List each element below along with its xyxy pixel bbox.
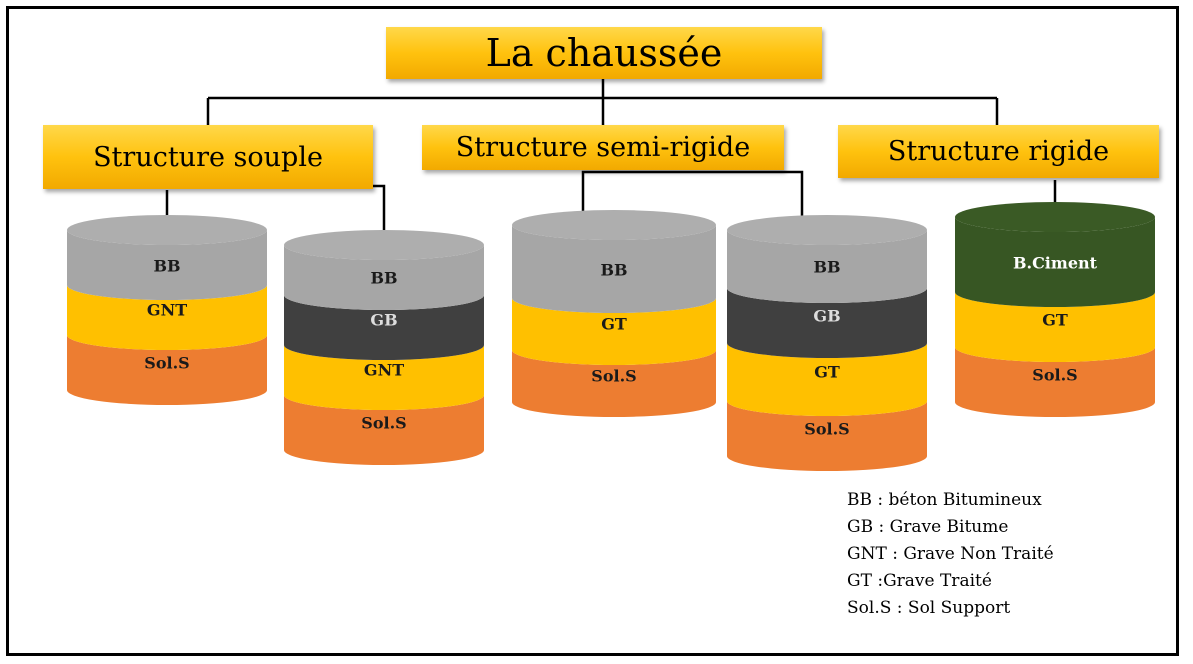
layer-label: BB xyxy=(153,256,181,275)
cylinder-top xyxy=(284,230,484,260)
cylinder-top xyxy=(955,202,1155,232)
layer-label: Sol.S xyxy=(804,419,850,438)
layer-sols xyxy=(284,395,484,465)
legend-abbr: GNT xyxy=(847,544,887,564)
layer-bb xyxy=(284,245,484,310)
layer-label: Sol.S xyxy=(361,413,407,432)
legend-text: Grave Traité xyxy=(883,571,992,591)
layer-label: GB xyxy=(813,306,841,325)
structure-box-rigide: Structure rigide xyxy=(838,125,1159,178)
legend-text: Grave Non Traité xyxy=(903,544,1054,564)
layer-label: GT xyxy=(814,362,840,382)
legend-abbr: BB xyxy=(847,490,872,510)
layer-bb xyxy=(67,230,267,300)
pavement-cylinder xyxy=(67,215,267,405)
layer-label: Sol.S xyxy=(591,366,637,386)
layer-gt xyxy=(955,292,1155,362)
arrow-semi-2 xyxy=(614,170,810,233)
legend-sep: : xyxy=(891,598,908,618)
legend-sep: : xyxy=(872,490,889,510)
layer-sols xyxy=(512,350,716,417)
arrow-semi-1 xyxy=(581,170,614,227)
legend-item: Sol.S : Sol Support xyxy=(847,595,1054,622)
layer-bb xyxy=(727,230,927,303)
structure-label-rigide: Structure rigide xyxy=(887,136,1110,167)
structure-box-semi-rigide: Structure semi-rigide xyxy=(422,125,784,170)
layer-bb xyxy=(512,225,716,313)
layer-label: GNT xyxy=(363,360,405,380)
title-box: La chaussée xyxy=(386,27,822,79)
layer-label: BB xyxy=(370,268,398,288)
layer-label: Sol.S xyxy=(144,353,190,372)
layer-bciment xyxy=(955,217,1155,307)
layer-sols xyxy=(955,347,1155,417)
pavement-cylinder xyxy=(727,215,927,471)
legend-sep: : xyxy=(886,544,904,564)
layer-label: Sol.S xyxy=(1032,365,1078,384)
cylinder-top xyxy=(512,210,716,240)
layer-label: BB xyxy=(813,257,841,277)
structure-label-semi-rigide: Structure semi-rigide xyxy=(455,132,751,163)
arrow-souple-2 xyxy=(373,184,392,248)
layer-gnt xyxy=(67,285,267,350)
layer-label: GT xyxy=(601,314,627,334)
layer-label: BB xyxy=(600,260,628,279)
layer-sols xyxy=(67,335,267,405)
legend-abbr: GT xyxy=(847,571,872,591)
legend-abbr: Sol.S xyxy=(847,598,892,618)
layer-label: B.Ciment xyxy=(1012,253,1098,272)
layer-label: GT xyxy=(1042,310,1068,329)
pavement-cylinder xyxy=(955,202,1155,417)
cylinder-top xyxy=(727,215,927,245)
cylinder-top xyxy=(67,215,267,245)
layer-label: GB xyxy=(370,310,398,330)
pavement-cylinder xyxy=(512,210,716,417)
layer-gb xyxy=(727,288,927,358)
legend-text: Grave Bitume xyxy=(889,517,1009,537)
layer-gb xyxy=(284,295,484,360)
layer-gt xyxy=(512,298,716,365)
legend-abbr: GB xyxy=(847,517,874,537)
title-text: La chaussée xyxy=(485,31,723,75)
structure-label-souple: Structure souple xyxy=(93,141,323,173)
legend-sep: : xyxy=(873,517,890,537)
structure-box-souple: Structure souple xyxy=(43,125,373,189)
legend: BB : béton Bitumineux GB : Grave Bitume … xyxy=(847,487,1054,622)
legend-item: GNT : Grave Non Traité xyxy=(847,541,1054,568)
layer-gt xyxy=(727,343,927,416)
pavement-cylinder xyxy=(284,230,484,465)
legend-item: GT :Grave Traité xyxy=(847,568,1054,595)
layer-sols xyxy=(727,401,927,471)
layer-label: GNT xyxy=(146,300,188,320)
legend-sep: : xyxy=(871,571,884,591)
legend-text: Sol Support xyxy=(907,598,1011,618)
layer-gnt xyxy=(284,345,484,410)
legend-item: BB : béton Bitumineux xyxy=(847,487,1054,514)
legend-text: béton Bitumineux xyxy=(888,490,1042,510)
legend-item: GB : Grave Bitume xyxy=(847,514,1054,541)
